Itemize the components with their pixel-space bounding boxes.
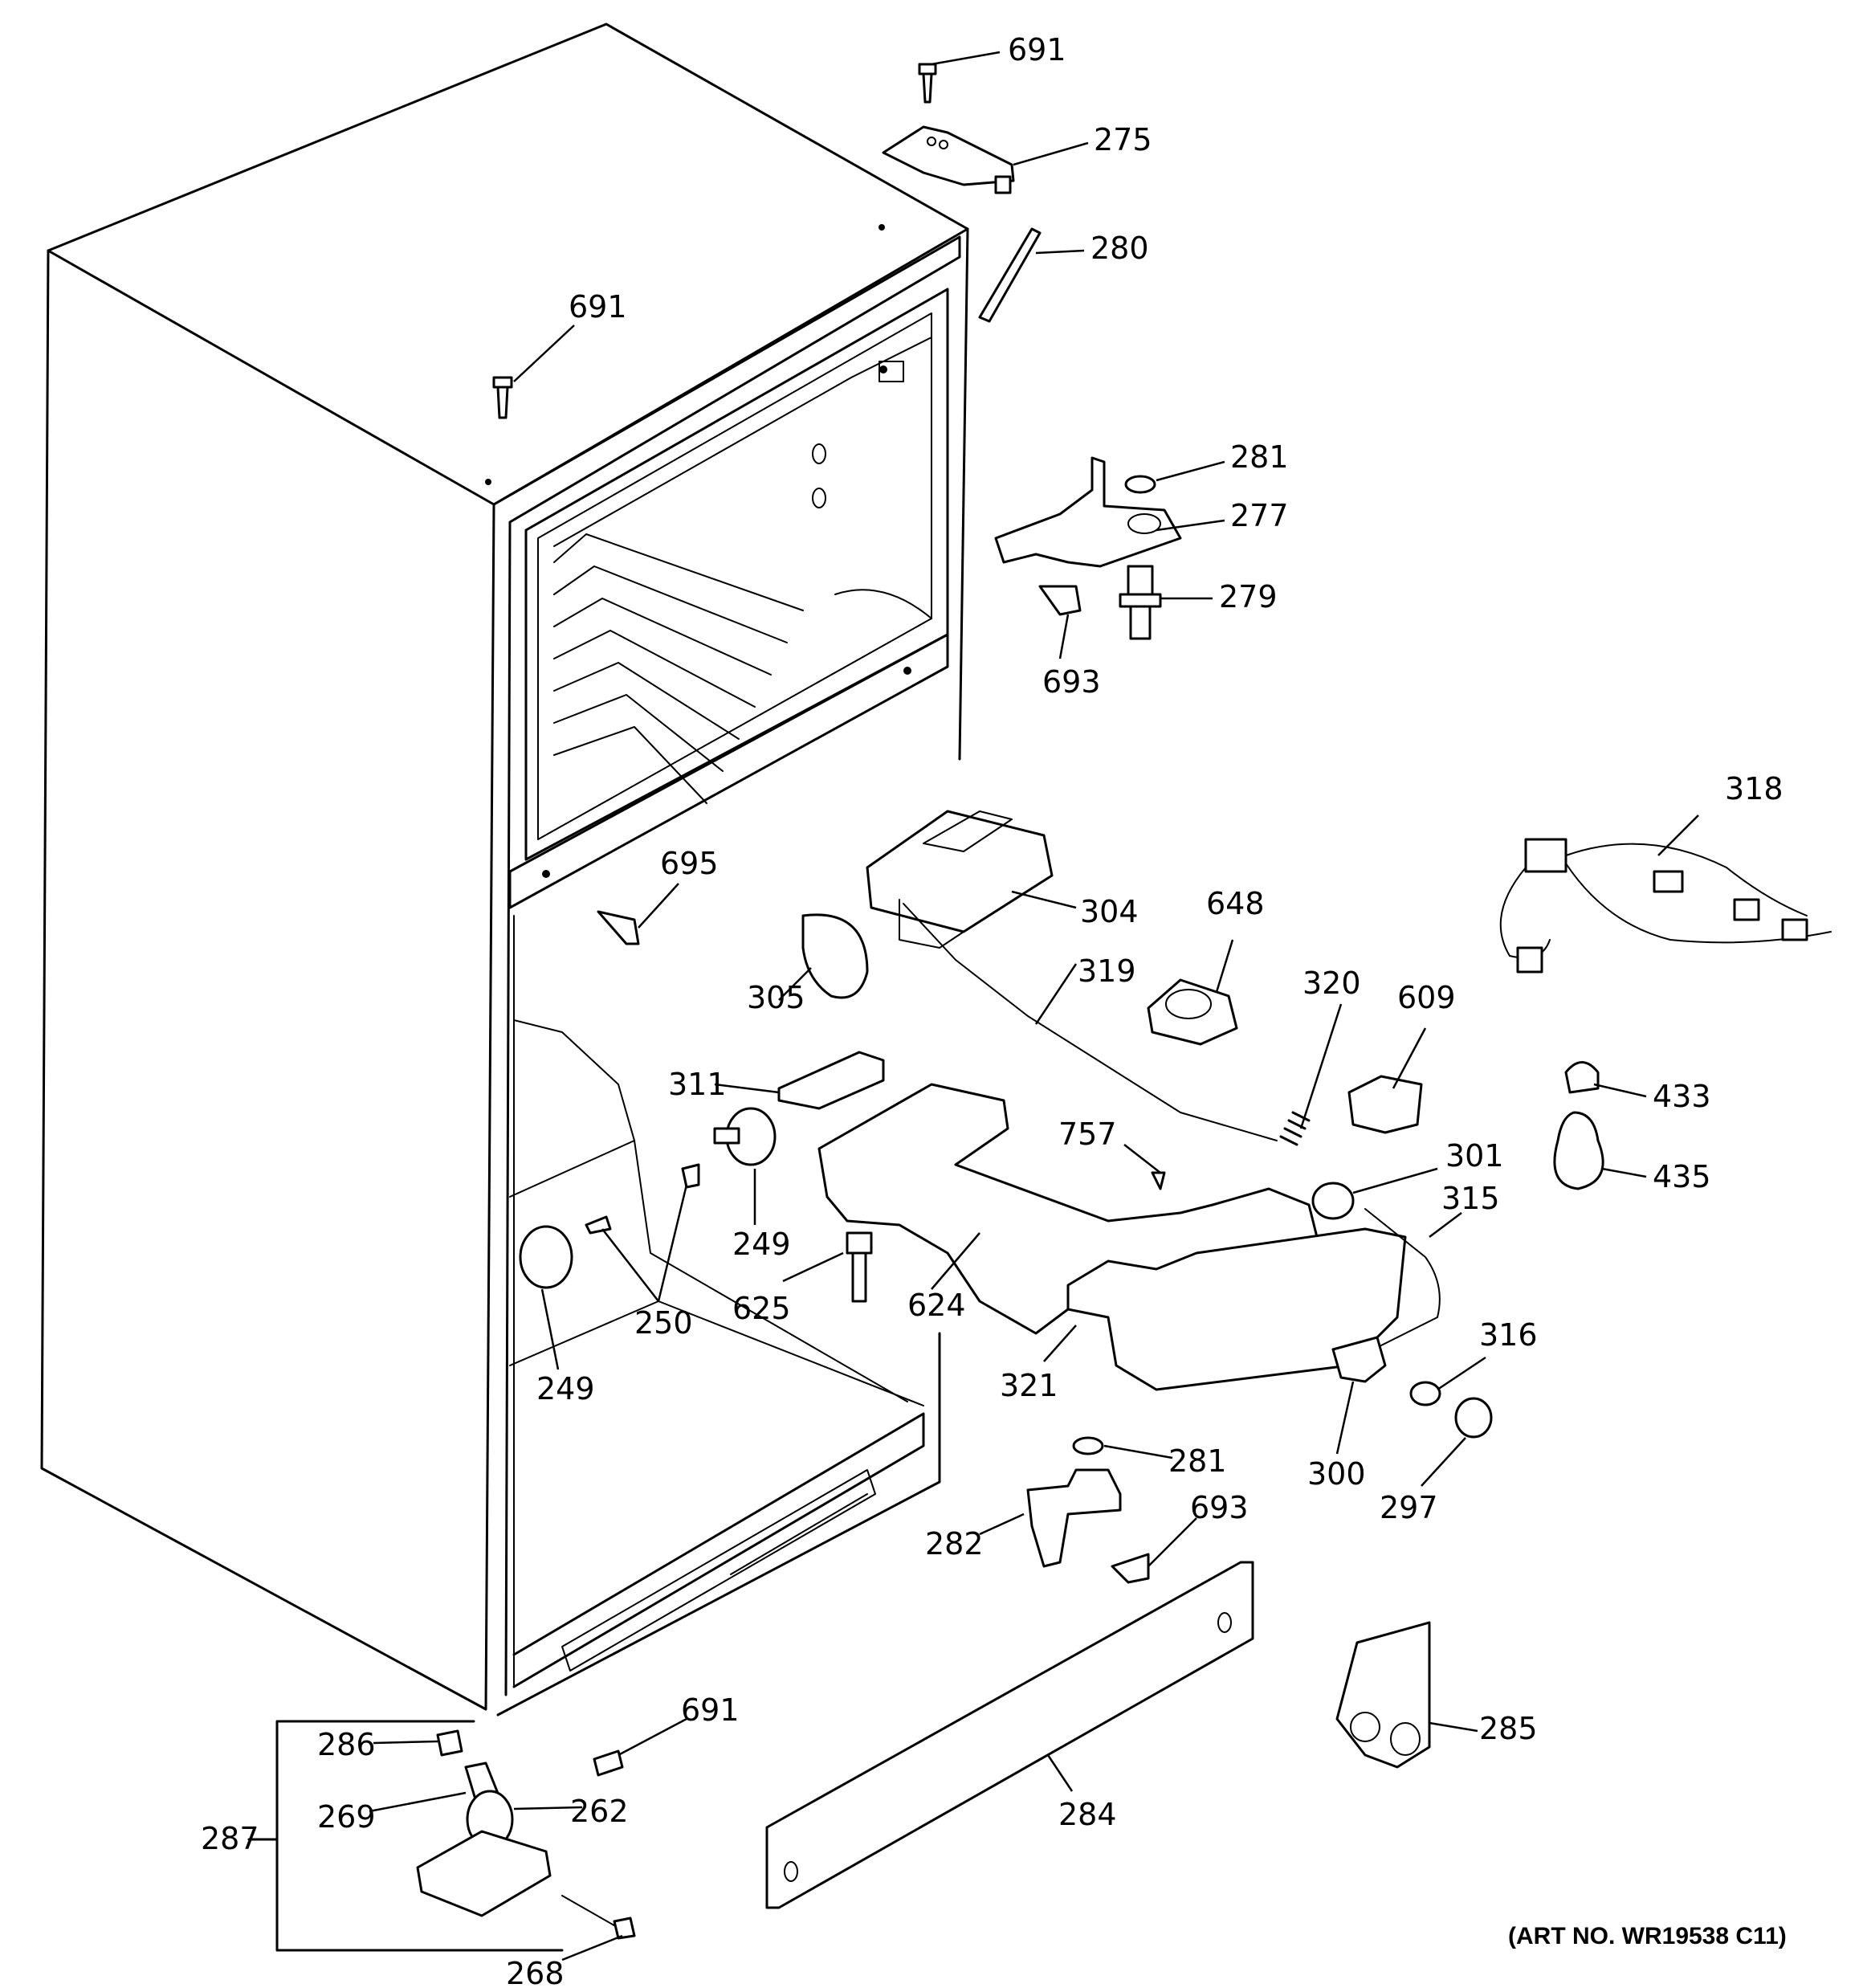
screw-691-cabinet (492, 376, 513, 419)
screw-250-b (585, 1215, 612, 1235)
callout-691-c: 691 (681, 1692, 740, 1728)
callout-269: 269 (317, 1799, 376, 1835)
screw-693-lower (1111, 1553, 1150, 1584)
callout-433: 433 (1653, 1079, 1711, 1114)
callout-321: 321 (1000, 1368, 1058, 1403)
switch-300 (1331, 1336, 1387, 1383)
callout-691-a: 691 (1008, 32, 1066, 67)
screw-695 (597, 910, 640, 945)
center-hinge-277 (994, 456, 1182, 568)
callout-281-a: 281 (1230, 439, 1289, 475)
bumper-249-lower (519, 1225, 573, 1289)
hardware-bag-285 (1335, 1621, 1431, 1769)
bottom-hinge-282 (1026, 1468, 1122, 1568)
bumper-249-upper (713, 1107, 777, 1166)
callout-625: 625 (732, 1291, 791, 1326)
callout-318: 318 (1725, 771, 1784, 806)
callout-315: 315 (1441, 1181, 1500, 1216)
switch-609 (1347, 1075, 1423, 1134)
callout-301: 301 (1445, 1138, 1504, 1174)
housing-321 (1066, 1227, 1407, 1391)
callout-280: 280 (1090, 231, 1149, 266)
control-cable-319 (903, 903, 1278, 1141)
bolt-268-head (613, 1917, 636, 1940)
screw-757 (1151, 1171, 1166, 1190)
washer-281-top (1124, 475, 1156, 494)
callout-285: 285 (1479, 1711, 1538, 1746)
callout-labels: 691 275 280 691 281 277 279 693 318 695 … (201, 32, 1787, 1988)
callout-249-b: 249 (536, 1371, 595, 1406)
bolt-625 (846, 1231, 873, 1303)
callout-282: 282 (925, 1526, 984, 1561)
callout-691-b: 691 (569, 289, 627, 325)
callout-695: 695 (660, 846, 719, 881)
callout-311: 311 (668, 1067, 727, 1102)
callout-277: 277 (1230, 498, 1289, 533)
wiring-harness-318 (1499, 838, 1832, 974)
callout-300: 300 (1307, 1456, 1366, 1492)
refrigerator-cabinet (40, 22, 969, 1717)
screw-691-top (918, 63, 937, 104)
callout-249-a: 249 (732, 1227, 791, 1262)
callout-693-b: 693 (1190, 1490, 1249, 1525)
callout-286: 286 (317, 1727, 376, 1762)
damper-cover-305 (801, 913, 869, 999)
callout-624: 624 (907, 1288, 966, 1323)
callout-268: 268 (506, 1956, 565, 1988)
spacer-316 (1409, 1381, 1441, 1406)
lamp-socket-433 (1564, 1061, 1600, 1094)
callout-281-b: 281 (1168, 1443, 1227, 1479)
washer-281-lower (1072, 1436, 1104, 1455)
callout-304: 304 (1080, 894, 1139, 929)
callout-693-a: 693 (1042, 664, 1101, 700)
kickplate-284 (765, 1561, 1254, 1909)
module-648 (1147, 978, 1238, 1046)
assembly-bracket-287 (247, 1720, 564, 1952)
top-hinge-275 (882, 125, 1015, 186)
knob-297 (1454, 1397, 1493, 1439)
callout-319: 319 (1078, 953, 1136, 989)
art-number: (ART NO. WR19538 C11) (1508, 1923, 1787, 1949)
bracket-311 (777, 1051, 885, 1110)
knob-301 (1311, 1182, 1355, 1220)
callout-609: 609 (1397, 980, 1456, 1015)
callout-316: 316 (1479, 1317, 1538, 1353)
screw-693-upper (1038, 585, 1082, 616)
callout-757: 757 (1058, 1116, 1117, 1152)
callout-320: 320 (1302, 965, 1361, 1001)
control-housing-304 (866, 810, 1054, 949)
callout-250: 250 (634, 1305, 693, 1341)
callout-648: 648 (1206, 886, 1265, 921)
callout-305: 305 (747, 980, 805, 1015)
sensor-315 (1364, 1208, 1441, 1350)
screw-691-lower (593, 1749, 624, 1777)
callout-262: 262 (570, 1794, 629, 1829)
spring-320 (1279, 1111, 1311, 1146)
callout-435: 435 (1653, 1159, 1711, 1194)
roller-assembly-262 (464, 1761, 514, 1849)
clip-286 (436, 1729, 463, 1757)
roller-bracket (416, 1830, 552, 1917)
screw-250-a (681, 1163, 700, 1189)
hinge-pin-279 (1119, 565, 1162, 640)
callout-297: 297 (1380, 1490, 1438, 1525)
callout-275: 275 (1094, 122, 1152, 157)
shim-280 (978, 227, 1042, 323)
light-bulb-435 (1553, 1111, 1604, 1190)
leader-lines (369, 51, 1699, 1961)
callout-279: 279 (1219, 579, 1278, 614)
callout-287: 287 (201, 1821, 259, 1856)
callout-284: 284 (1058, 1797, 1117, 1832)
bolt-268 (561, 1895, 619, 1929)
